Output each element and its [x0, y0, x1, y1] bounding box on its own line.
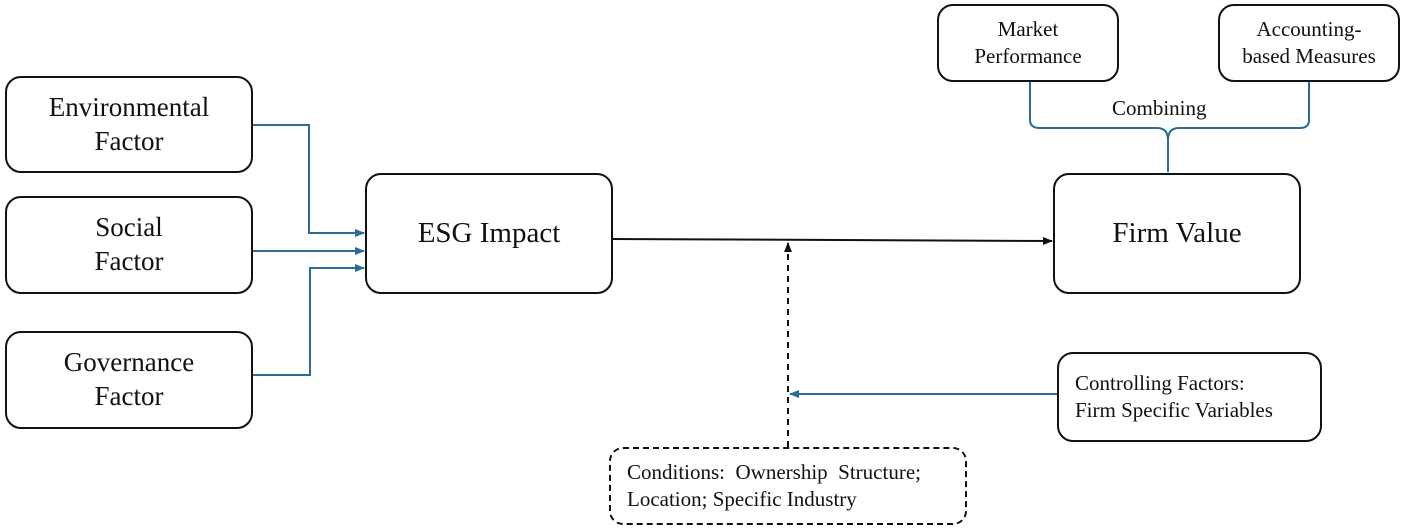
- firm-value-box: Firm Value: [1053, 173, 1301, 294]
- connector-governance-to-esg: [252, 264, 365, 376]
- conditions-line1: Conditions: Ownership Structure;: [627, 459, 921, 484]
- social-factor-line1: Social: [95, 212, 163, 243]
- social-factor-line2: Factor: [94, 246, 164, 276]
- environmental-factor-box: Environmental Factor: [5, 76, 253, 173]
- combining-brace: [1029, 82, 1310, 172]
- esg-impact-label: ESG Impact: [417, 217, 561, 250]
- combining-label: Combining: [1108, 98, 1211, 119]
- governance-factor-line2: Factor: [94, 381, 164, 411]
- market-performance-line1: Market: [997, 16, 1059, 41]
- governance-factor-line1: Governance: [63, 347, 195, 378]
- controlling-factors-line1: Controlling Factors:: [1075, 370, 1245, 395]
- controlling-factors-line2: Firm Specific Variables: [1075, 398, 1273, 422]
- environmental-factor-line1: Environmental: [48, 91, 210, 122]
- conditions-line2: Location; Specific Industry: [627, 487, 857, 511]
- arrow-esg-to-firm-value: [611, 236, 1053, 245]
- accounting-measures-line2: based Measures: [1242, 44, 1376, 68]
- esg-impact-box: ESG Impact: [365, 173, 613, 294]
- market-performance-line2: Performance: [974, 44, 1082, 68]
- environmental-factor-line2: Factor: [94, 125, 164, 156]
- accounting-measures-line1: Accounting-: [1256, 16, 1362, 41]
- firm-value-label: Firm Value: [1112, 217, 1242, 250]
- governance-factor-box: Governance Factor: [5, 331, 253, 429]
- market-performance-box: Market Performance: [937, 4, 1119, 82]
- conditions-box: Conditions: Ownership Structure; Locatio…: [609, 447, 967, 525]
- social-factor-box: Social Factor: [5, 196, 253, 294]
- connector-environmental-to-esg: [252, 124, 365, 237]
- accounting-measures-box: Accounting- based Measures: [1218, 4, 1400, 82]
- controlling-factors-box: Controlling Factors: Firm Specific Varia…: [1057, 352, 1322, 442]
